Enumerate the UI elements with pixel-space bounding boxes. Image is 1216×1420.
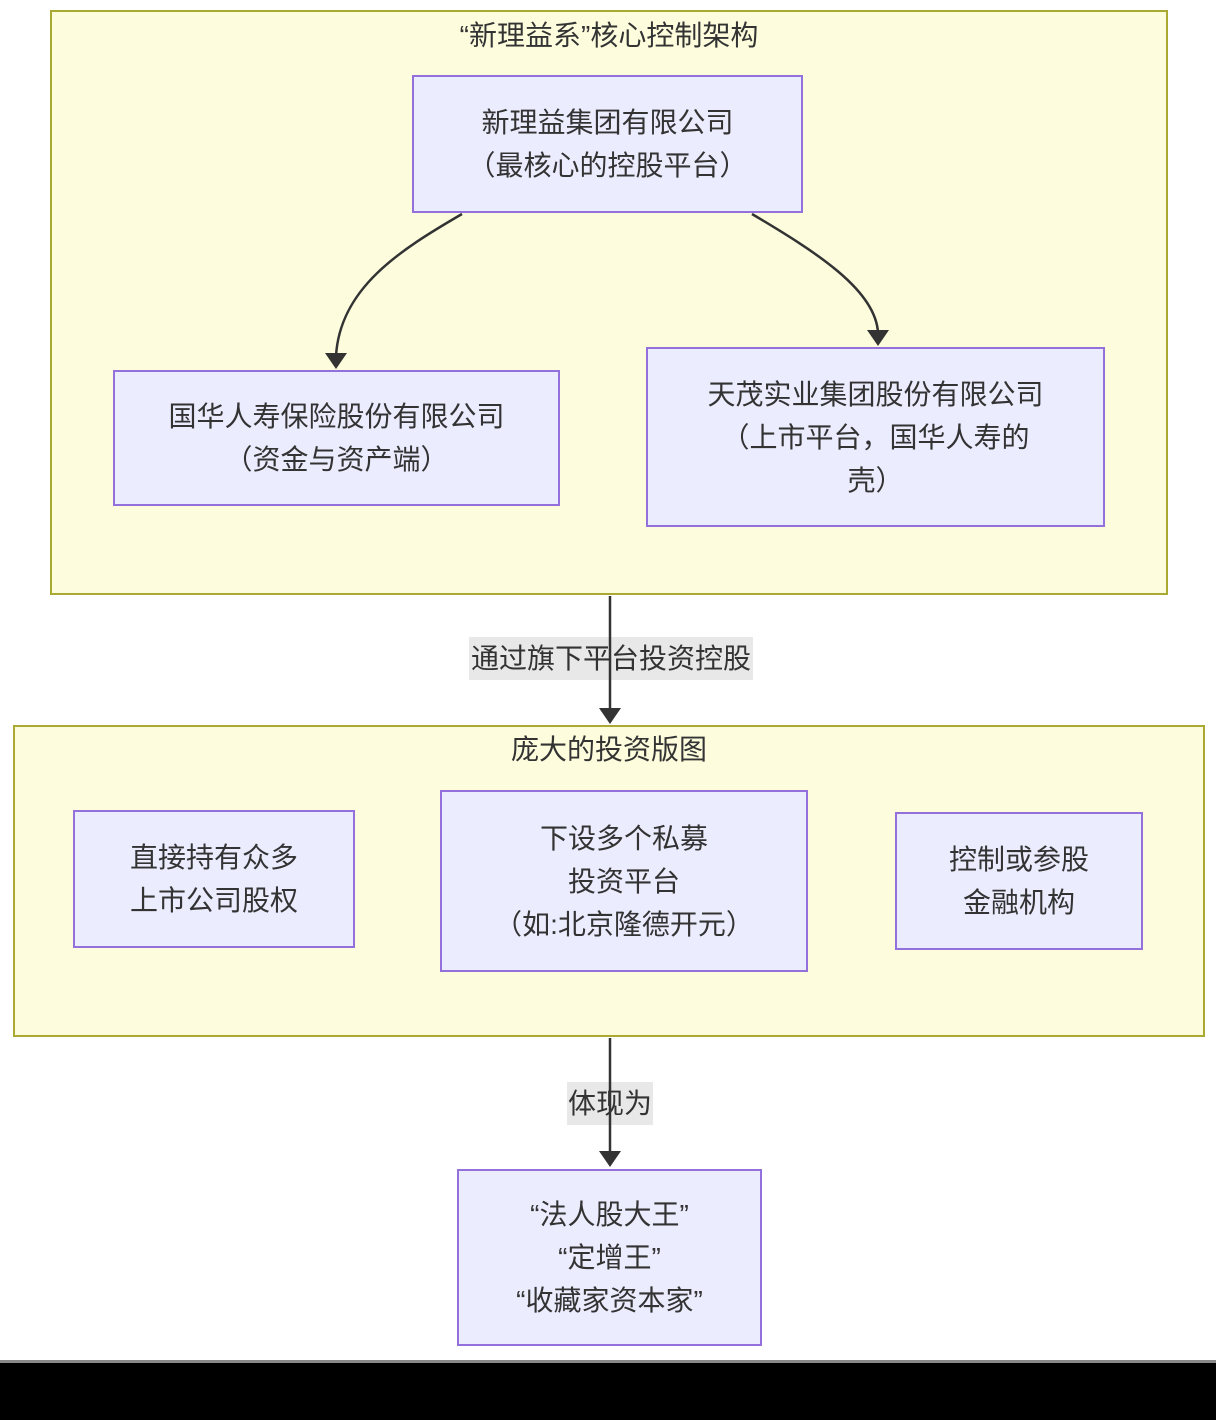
node-listed-company-equity: 直接持有众多 上市公司股权: [73, 810, 355, 948]
node-text-line: （上市平台，国华人寿的: [721, 421, 1030, 453]
node-text-line: 新理益集团有限公司: [481, 107, 734, 138]
edge-label-invest-via-platforms: 通过旗下平台投资控股: [469, 637, 753, 680]
node-text-line: 下设多个私募: [539, 822, 708, 854]
node-tianmao-industrial-group: 天茂实业集团股份有限公司 （上市平台，国华人寿的 壳）: [646, 347, 1105, 527]
node-text-line: “定增王”: [558, 1242, 661, 1273]
node-text-line: 控制或参股: [948, 844, 1089, 875]
node-private-equity-platforms: 下设多个私募 投资平台 （如:北京隆德开元）: [440, 790, 808, 972]
node-text-line: （最核心的控股平台）: [467, 150, 748, 181]
node-text-line: 金融机构: [962, 887, 1075, 918]
node-text-line: （如:北京隆德开元）: [494, 908, 754, 940]
node-financial-institutions: 控制或参股 金融机构: [895, 812, 1143, 950]
node-text-line: （资金与资产端）: [224, 444, 449, 475]
node-text-line: 投资平台: [567, 865, 680, 897]
node-text-line: “法人股大王”: [530, 1199, 689, 1230]
node-text-line: “收藏家资本家”: [516, 1285, 703, 1316]
node-text-line: 天茂实业集团股份有限公司: [707, 378, 1044, 410]
bottom-letterbox-bar: [0, 1360, 1216, 1420]
node-text-line: 国华人寿保险股份有限公司: [168, 401, 505, 432]
arrowhead-down-icon: [599, 708, 621, 724]
edge-label-manifested-as: 体现为: [567, 1082, 653, 1125]
node-text-line: 直接持有众多: [129, 842, 298, 873]
arrowhead-down-icon: [599, 1151, 621, 1167]
node-text-line: 上市公司股权: [129, 885, 298, 916]
core-section-title: “新理益系”核心控制架构: [459, 20, 759, 51]
node-nicknames-result: “法人股大王” “定增王” “收藏家资本家”: [457, 1169, 762, 1346]
investment-section-title: 庞大的投资版图: [510, 734, 707, 765]
node-text-line: 壳）: [847, 464, 904, 496]
node-xinliyi-group: 新理益集团有限公司 （最核心的控股平台）: [412, 75, 803, 213]
node-guohua-life-insurance: 国华人寿保险股份有限公司 （资金与资产端）: [113, 370, 560, 506]
